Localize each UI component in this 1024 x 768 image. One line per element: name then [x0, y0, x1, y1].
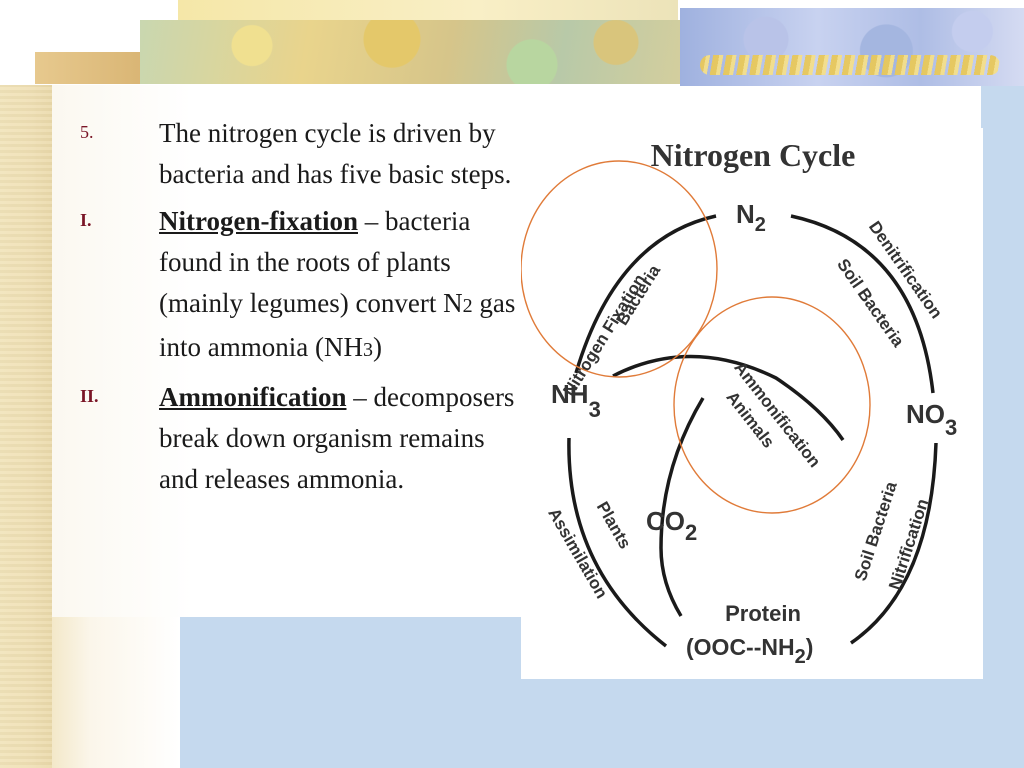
node-protein: Protein — [725, 601, 801, 626]
label-assimilation-plants: Plants — [593, 498, 635, 552]
bullet-list: 5. The nitrogen cycle is driven by bacte… — [80, 113, 525, 506]
term-nitrogen-fixation: Nitrogen-fixation — [159, 206, 358, 236]
arc-fixation — [574, 214, 717, 374]
banner-wheat-image — [700, 55, 1000, 75]
arc-nitrification — [850, 442, 938, 645]
list-text-subscript: 3 — [362, 339, 373, 361]
left-decorative-strip — [0, 0, 52, 768]
list-item: 5. The nitrogen cycle is driven by bacte… — [80, 113, 525, 195]
banner-leaf-image — [140, 20, 700, 84]
list-text: The nitrogen cycle is driven by bacteria… — [159, 118, 512, 189]
arc-assimilation — [567, 437, 668, 648]
list-text-subscript: 2 — [462, 295, 473, 317]
arc-decay — [659, 397, 705, 617]
list-text-part: – bacteria found in the roots of plants … — [159, 206, 471, 318]
banner-top-strip — [178, 0, 678, 22]
highlight-circle-ammonification — [673, 296, 871, 514]
diagram-title: Nitrogen Cycle — [651, 137, 856, 173]
node-no3: NO3 — [906, 399, 957, 440]
list-marker: I. — [80, 210, 92, 230]
list-text: Ammonification – decomposers break down … — [159, 377, 525, 500]
list-text-part: – decomposers break down organism remain… — [159, 382, 515, 494]
nitrogen-cycle-diagram: Nitrogen Cycle N2 NH3 NO3 CO2 Protein (O… — [521, 128, 983, 679]
cycle-arrows — [567, 214, 938, 648]
list-marker: 5. — [80, 122, 94, 142]
list-text-part: ) — [372, 332, 382, 362]
node-nh3: NH3 — [551, 379, 601, 422]
list-text: Nitrogen-fixation – bacteria found in th… — [159, 201, 525, 371]
diagram-svg: Nitrogen Cycle N2 NH3 NO3 CO2 Protein (O… — [521, 137, 957, 668]
list-text-part: gas into ammonia (NH — [159, 288, 516, 362]
highlight-circles — [521, 160, 871, 514]
highlight-circle-fixation — [521, 160, 718, 378]
process-labels: Nitrogen Fixation Bacteria Denitrificati… — [544, 218, 946, 602]
node-n2: N2 — [736, 199, 766, 236]
node-protein-formula: (OOC--NH2) — [686, 634, 813, 668]
arc-ammonification — [612, 354, 845, 441]
banner-left-stub — [35, 52, 145, 84]
text-background — [52, 85, 522, 617]
list-item: I. Nitrogen-fixation – bacteria found in… — [80, 201, 525, 371]
node-co2: CO2 — [646, 506, 697, 545]
diagram-nodes: N2 NH3 NO3 CO2 Protein (OOC--NH2) — [551, 199, 957, 668]
arc-denitrification — [790, 214, 935, 394]
list-item: II. Ammonification – decomposers break d… — [80, 377, 525, 500]
list-marker: II. — [80, 386, 99, 406]
term-ammonification: Ammonification — [159, 382, 347, 412]
